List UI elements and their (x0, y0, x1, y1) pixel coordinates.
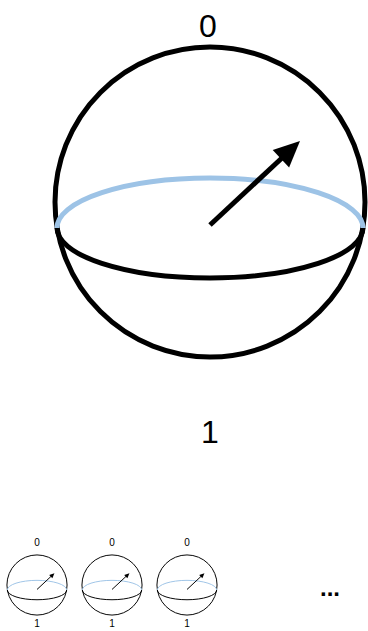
state-label: 0 (34, 538, 40, 548)
small-bloch-sphere (157, 555, 217, 615)
state-label: 0 (109, 538, 115, 548)
state-label: 0 (184, 538, 190, 548)
small-bloch-sphere (7, 555, 67, 615)
state-label: 1 (184, 619, 190, 629)
state-label: 0 (199, 10, 217, 42)
state-label: 1 (201, 416, 219, 448)
bloch-sphere (55, 47, 365, 357)
state-label: 1 (109, 619, 115, 629)
state-label: 1 (34, 619, 40, 629)
ellipsis-label: ... (320, 576, 340, 600)
small-bloch-sphere (82, 555, 142, 615)
